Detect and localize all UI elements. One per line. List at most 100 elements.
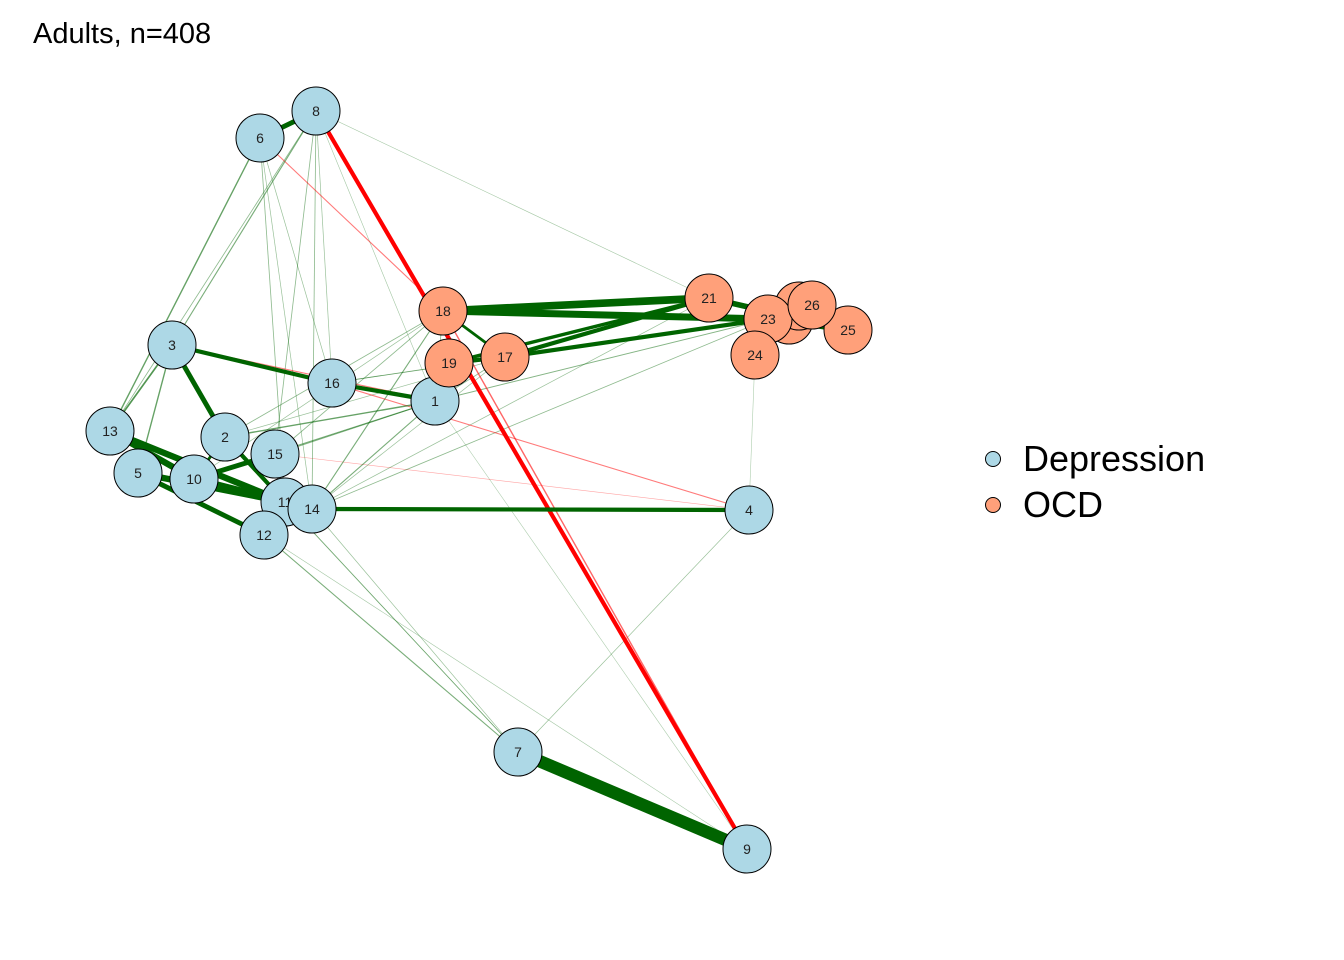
node-4: 4 xyxy=(724,485,774,535)
edge-8-15 xyxy=(274,110,317,455)
edge-8-3 xyxy=(171,110,317,346)
node-circle-8 xyxy=(291,86,341,136)
node-17: 17 xyxy=(480,332,530,382)
node-2: 2 xyxy=(200,412,250,462)
node-label-1: 1 xyxy=(431,393,439,409)
legend-swatch-ocd xyxy=(985,497,1001,513)
legend: Depression OCD xyxy=(985,436,1205,528)
edge-18-21 xyxy=(442,294,710,315)
edge-8-16 xyxy=(315,110,333,384)
node-8: 8 xyxy=(291,86,341,136)
edge-8-21 xyxy=(315,110,710,299)
node-circle-17 xyxy=(480,332,530,382)
node-circle-16 xyxy=(307,358,357,408)
node-circle-12 xyxy=(239,510,289,560)
edge-6-16 xyxy=(259,137,333,384)
node-circle-7 xyxy=(493,727,543,777)
node-label-19: 19 xyxy=(441,355,457,371)
node-circle-25 xyxy=(823,305,873,355)
edge-16-4 xyxy=(331,382,750,511)
node-label-13: 13 xyxy=(102,423,118,439)
node-circle-9 xyxy=(722,824,772,874)
edge-14-7 xyxy=(311,508,519,753)
edge-8-1 xyxy=(315,110,436,402)
node-label-16: 16 xyxy=(324,375,340,391)
node-circle-4 xyxy=(724,485,774,535)
edge-17-21 xyxy=(504,295,710,360)
edge-6-18 xyxy=(259,137,444,312)
node-9: 9 xyxy=(722,824,772,874)
edge-8-14 xyxy=(311,110,317,510)
node-label-5: 5 xyxy=(134,465,142,481)
plot-title: Adults, n=408 xyxy=(33,18,212,50)
edge-8-9 xyxy=(314,109,749,851)
node-24: 24 xyxy=(730,330,780,380)
nodes-layer: 1234567891011121314151617181920212223242… xyxy=(85,86,873,874)
node-circle-24 xyxy=(730,330,780,380)
node-circle-21 xyxy=(684,273,734,323)
edge-8-13 xyxy=(109,110,317,432)
edge-1-23 xyxy=(434,318,769,402)
node-26: 26 xyxy=(787,280,837,330)
node-label-10: 10 xyxy=(186,471,202,487)
edge-12-7 xyxy=(263,534,519,753)
node-circle-26 xyxy=(787,280,837,330)
node-6: 6 xyxy=(235,113,285,163)
edge-14-23 xyxy=(311,318,769,510)
node-circle-14 xyxy=(287,484,337,534)
node-label-18: 18 xyxy=(435,303,451,319)
node-circle-13 xyxy=(85,406,135,456)
edge-6-13 xyxy=(109,137,261,432)
edges-layer xyxy=(108,108,849,855)
node-circle-2 xyxy=(200,412,250,462)
node-label-8: 8 xyxy=(312,103,320,119)
node-25: 25 xyxy=(823,305,873,355)
edge-11-7 xyxy=(284,501,519,753)
node-15: 15 xyxy=(250,429,300,479)
node-label-21: 21 xyxy=(701,290,717,306)
node-14: 14 xyxy=(287,484,337,534)
node-label-14: 14 xyxy=(304,501,320,517)
node-13: 13 xyxy=(85,406,135,456)
edge-14-18 xyxy=(311,310,444,510)
edge-4-24 xyxy=(748,354,756,511)
edge-9-1 xyxy=(434,400,748,850)
edge-12-9 xyxy=(263,534,748,850)
edge-2-1 xyxy=(224,400,436,438)
node-label-23: 23 xyxy=(760,311,776,327)
node-18: 18 xyxy=(418,286,468,336)
edge-7-9 xyxy=(515,746,750,855)
node-label-26: 26 xyxy=(804,297,820,313)
node-label-17: 17 xyxy=(497,349,513,365)
node-label-6: 6 xyxy=(256,130,264,146)
node-circle-3 xyxy=(147,320,197,370)
node-circle-10 xyxy=(169,454,219,504)
node-19: 19 xyxy=(424,338,474,388)
node-label-2: 2 xyxy=(221,429,229,445)
node-label-4: 4 xyxy=(745,502,753,518)
node-label-7: 7 xyxy=(514,744,522,760)
node-10: 10 xyxy=(169,454,219,504)
node-21: 21 xyxy=(684,273,734,323)
legend-label-depression: Depression xyxy=(1023,438,1206,479)
edge-14-1 xyxy=(311,400,436,510)
edge-15-18 xyxy=(274,310,444,455)
node-5: 5 xyxy=(113,448,163,498)
node-circle-5 xyxy=(113,448,163,498)
edge-14-21 xyxy=(311,297,710,510)
edge-17-23 xyxy=(504,316,769,360)
legend-swatch-depression xyxy=(985,451,1001,467)
legend-item-depression: Depression xyxy=(985,436,1205,482)
node-12: 12 xyxy=(239,510,289,560)
node-label-9: 9 xyxy=(743,841,751,857)
node-7: 7 xyxy=(493,727,543,777)
node-circle-19 xyxy=(424,338,474,388)
legend-label-ocd: OCD xyxy=(1023,484,1103,525)
node-circle-6 xyxy=(235,113,285,163)
node-label-24: 24 xyxy=(747,347,763,363)
edge-14-4 xyxy=(311,506,750,513)
node-label-15: 15 xyxy=(267,446,283,462)
edge-3-16 xyxy=(171,342,333,386)
node-3: 3 xyxy=(147,320,197,370)
